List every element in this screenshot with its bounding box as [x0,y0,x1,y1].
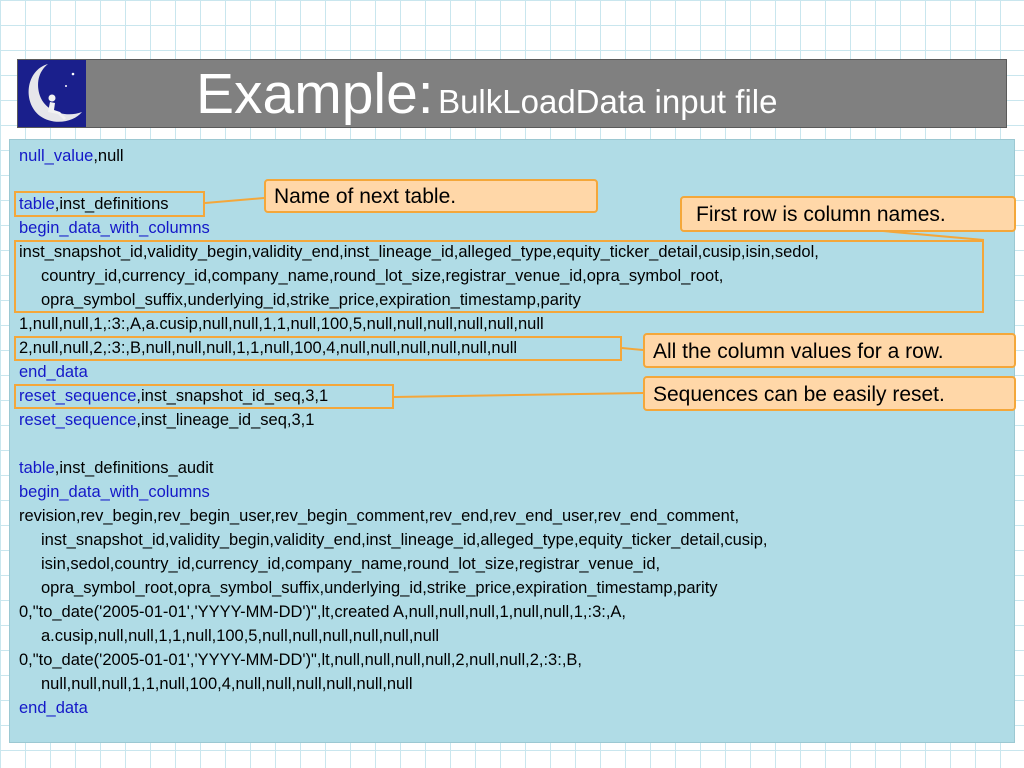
code-text: opra_symbol_root,opra_symbol_suffix,unde… [41,579,718,597]
code-line: reset_sequence,inst_snapshot_id_seq,3,1 [19,384,999,408]
code-keyword: reset_sequence [19,387,137,405]
code-text: inst_snapshot_id,validity_begin,validity… [19,243,819,261]
code-text: a.cusip,null,null,1,1,null,100,5,null,nu… [41,627,440,645]
code-keyword: table [19,459,55,477]
code-text: country_id,currency_id,company_name,roun… [41,267,724,285]
callout-column-names: First row is column names. [680,196,1016,232]
code-keyword: null_value [19,147,94,165]
code-line: 0,"to_date('2005-01-01','YYYY-MM-DD')",l… [19,648,999,672]
code-panel [9,139,1015,743]
code-line: begin_data_with_columns [19,216,999,240]
code-text: opra_symbol_suffix,underlying_id,strike_… [41,291,581,309]
callout-next-table: Name of next table. [264,179,598,213]
code-line: 1,null,null,1,:3:,A,a.cusip,null,null,1,… [19,312,999,336]
code-line: opra_symbol_root,opra_symbol_suffix,unde… [19,576,999,600]
code-text: ,inst_definitions_audit [54,459,214,477]
code-line: null,null,null,1,1,null,100,4,null,null,… [19,672,999,696]
code-keyword: begin_data_with_columns [19,219,210,237]
highlight-table-name [14,191,205,217]
code-text: ,inst_snapshot_id_seq,3,1 [136,387,329,405]
slide-title: Example: BulkLoadData input file [196,61,777,142]
code-line: reset_sequence,inst_lineage_id_seq,3,1 [19,408,999,432]
callout-sequences: Sequences can be easily reset. [643,376,1016,411]
code-keyword: reset_sequence [19,411,137,429]
code-line: revision,rev_begin,rev_begin_user,rev_be… [19,504,999,528]
slide-title-sub: BulkLoadData input file [438,83,778,120]
code-text: 0,"to_date('2005-01-01','YYYY-MM-DD')",l… [19,651,582,669]
code-line: opra_symbol_suffix,underlying_id,strike_… [19,288,999,312]
callout-row-values: All the column values for a row. [643,333,1016,368]
code-line: end_data [19,360,999,384]
code-keyword: end_data [19,699,88,717]
code-text: ,null [93,147,124,165]
slide-title-main: Example: [196,62,434,126]
highlight-row-values [14,336,622,361]
code-keyword: end_data [19,363,88,381]
code-line: table,inst_definitions [19,192,999,216]
code-line: inst_snapshot_id,validity_begin,validity… [19,528,999,552]
code-line: table,inst_definitions_audit [19,456,999,480]
code-text: null,null,null,1,1,null,100,4,null,null,… [41,675,413,693]
code-text: revision,rev_begin,rev_begin_user,rev_be… [19,507,740,525]
code-text: inst_snapshot_id,validity_begin,validity… [41,531,768,549]
code-line: begin_data_with_columns [19,480,999,504]
code-text: ,inst_definitions [54,195,169,213]
code-line: inst_snapshot_id,validity_begin,validity… [19,240,999,264]
code-line: country_id,currency_id,company_name,roun… [19,264,999,288]
highlight-reset-sequence [14,384,394,409]
code-line: 0,"to_date('2005-01-01','YYYY-MM-DD')",l… [19,600,999,624]
code-text: ,inst_lineage_id_seq,3,1 [136,411,315,429]
code-line: null_value,null [19,144,999,168]
code-line: 2,null,null,2,:3:,B,null,null,null,1,1,n… [19,336,999,360]
code-line: isin,sedol,country_id,currency_id,compan… [19,552,999,576]
code-line: a.cusip,null,null,1,1,null,100,5,null,nu… [19,624,999,648]
code-text: 1,null,null,1,:3:,A,a.cusip,null,null,1,… [19,315,544,333]
highlight-column-names [14,240,984,313]
title-bar: Example: BulkLoadData input file [17,59,1007,128]
code-line: end_data [19,696,999,720]
code-keyword: begin_data_with_columns [19,483,210,501]
code-keyword: table [19,195,55,213]
code-text: isin,sedol,country_id,currency_id,compan… [41,555,661,573]
moon-logo-icon [18,60,86,127]
code-text: 0,"to_date('2005-01-01','YYYY-MM-DD')",l… [19,603,627,621]
code-text: 2,null,null,2,:3:,B,null,null,null,1,1,n… [19,339,518,357]
